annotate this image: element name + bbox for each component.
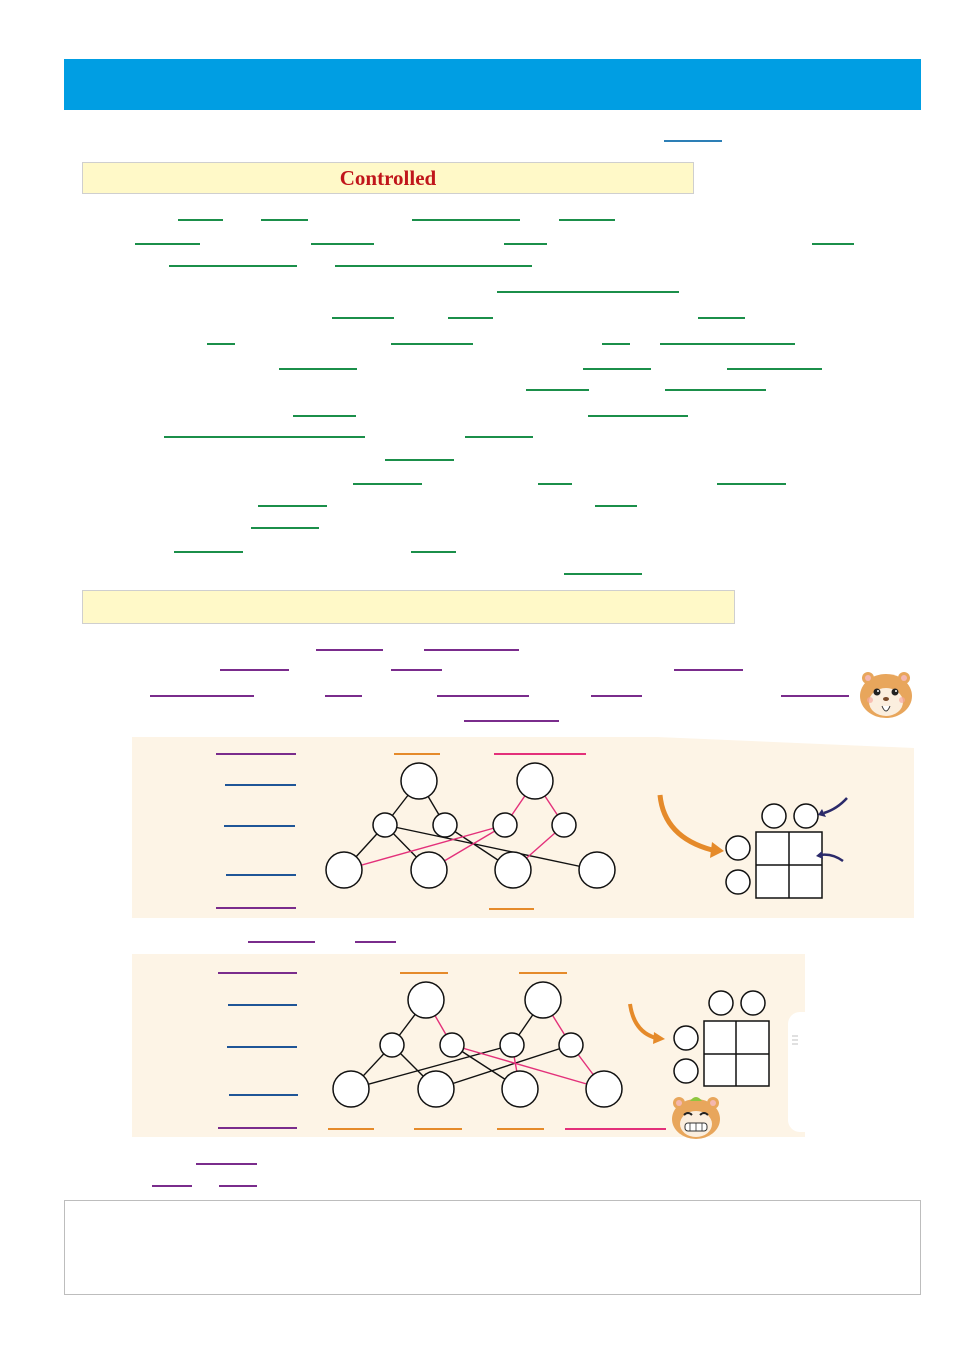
link[interactable]: [391, 343, 473, 345]
link[interactable]: [258, 505, 327, 507]
link[interactable]: [248, 941, 315, 943]
link[interactable]: [325, 695, 362, 697]
link[interactable]: [164, 436, 365, 438]
link[interactable]: [538, 483, 572, 485]
link[interactable]: [781, 695, 849, 697]
hamster-grin-icon: [672, 1097, 720, 1139]
section-controlled-box: Controlled: [82, 162, 694, 194]
link[interactable]: [251, 527, 319, 529]
link[interactable]: [332, 317, 394, 319]
link[interactable]: [595, 505, 637, 507]
link[interactable]: [497, 291, 679, 293]
link[interactable]: [412, 219, 520, 221]
link[interactable]: [717, 483, 786, 485]
link[interactable]: [261, 219, 308, 221]
header-bar: [64, 59, 921, 110]
link[interactable]: [207, 343, 235, 345]
link[interactable]: [674, 669, 743, 671]
link[interactable]: [588, 415, 688, 417]
link[interactable]: [602, 343, 630, 345]
link[interactable]: [665, 389, 766, 391]
diagram-1: [216, 737, 914, 910]
link[interactable]: [564, 573, 642, 575]
link[interactable]: [391, 669, 442, 671]
link[interactable]: [727, 368, 822, 370]
link[interactable]: [583, 368, 651, 370]
link[interactable]: [316, 649, 383, 651]
link[interactable]: [311, 243, 374, 245]
link[interactable]: [335, 265, 532, 267]
link[interactable]: [279, 368, 357, 370]
link[interactable]: [355, 941, 396, 943]
link[interactable]: [698, 317, 745, 319]
link[interactable]: [174, 551, 243, 553]
link[interactable]: [812, 243, 854, 245]
link[interactable]: [169, 265, 297, 267]
top-link[interactable]: [664, 140, 722, 142]
link[interactable]: [660, 343, 795, 345]
link[interactable]: [178, 219, 223, 221]
link[interactable]: [526, 389, 589, 391]
section-controlled-title: Controlled: [339, 166, 437, 190]
link[interactable]: [504, 243, 547, 245]
footer-box: [64, 1200, 921, 1295]
link[interactable]: [220, 669, 289, 671]
link[interactable]: [293, 415, 356, 417]
link[interactable]: [135, 243, 200, 245]
link[interactable]: [448, 317, 493, 319]
link[interactable]: [464, 720, 559, 722]
link[interactable]: [150, 695, 254, 697]
link[interactable]: [385, 459, 454, 461]
link[interactable]: [196, 1163, 257, 1165]
diagram-2: [218, 972, 805, 1132]
link[interactable]: [152, 1185, 192, 1187]
link[interactable]: [411, 551, 456, 553]
link[interactable]: [559, 219, 615, 221]
hamster-icon: [860, 672, 912, 718]
link[interactable]: [465, 436, 533, 438]
link[interactable]: [591, 695, 642, 697]
link[interactable]: [424, 649, 519, 651]
link[interactable]: [437, 695, 529, 697]
section2-box: [82, 590, 735, 624]
link[interactable]: [219, 1185, 257, 1187]
link[interactable]: [353, 483, 422, 485]
